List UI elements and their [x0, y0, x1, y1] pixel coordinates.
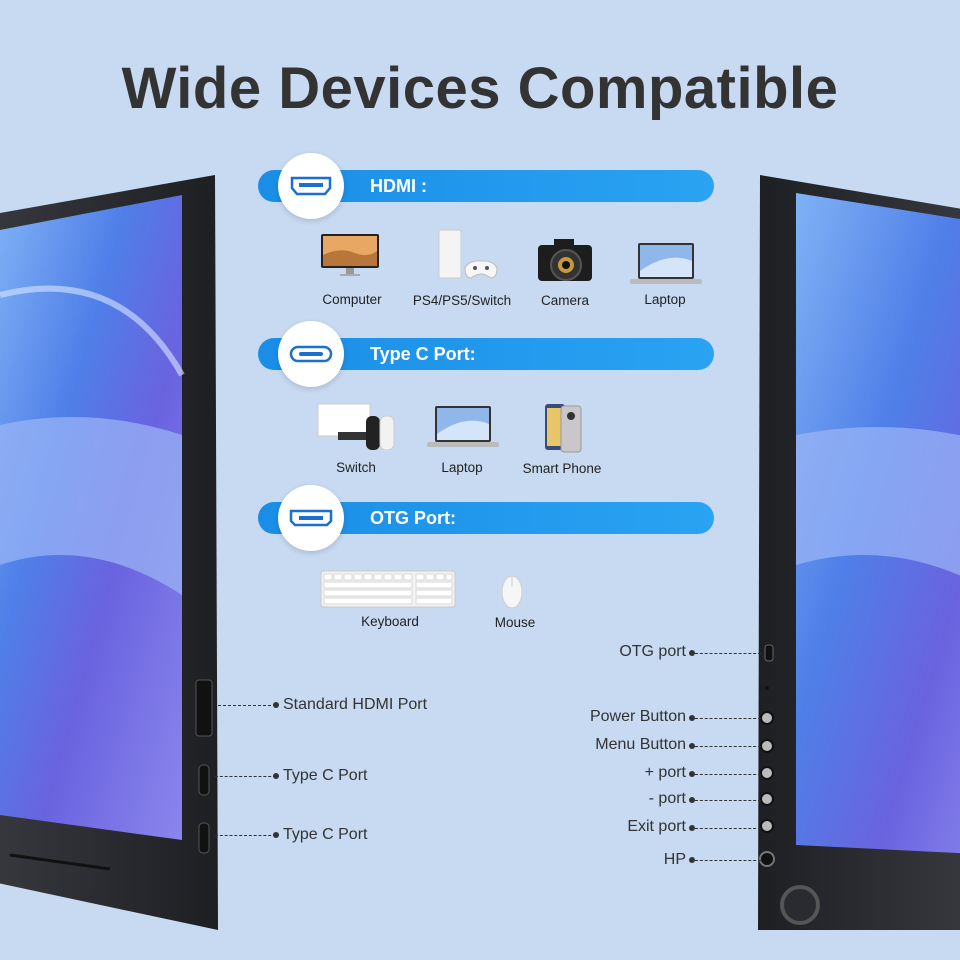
- left-port-label-type-c-1: Type C Port: [283, 767, 368, 784]
- device-label-laptop: Laptop: [644, 292, 686, 307]
- keyboard-icon: [320, 570, 456, 613]
- minus-port-leader-line: [695, 800, 761, 801]
- otg-section-label: OTG Port:: [370, 508, 456, 528]
- left-monitor-image: [0, 175, 220, 930]
- hdmi-port-leader-line: [218, 705, 276, 706]
- switch-console-icon: [316, 402, 396, 455]
- computer-icon: [320, 233, 380, 282]
- minus-port-dot: [689, 797, 695, 803]
- mouse-icon: [500, 572, 524, 615]
- hp-port-leader-line: [695, 860, 761, 861]
- laptop-icon: [628, 241, 704, 292]
- game-console-icon: [435, 228, 499, 287]
- type-c-port-1-leader-line: [215, 776, 276, 777]
- plus-port-leader-line: [695, 774, 761, 775]
- hdmi-port-dot: [273, 702, 279, 708]
- otg-port-leader-line: [695, 653, 761, 654]
- smartphone-icon: [543, 402, 583, 459]
- plus-port-dot: [689, 771, 695, 777]
- type-c-port-2-leader-line: [215, 835, 276, 836]
- laptop-icon: [425, 404, 501, 455]
- device-label-console: PS4/PS5/Switch: [412, 293, 512, 308]
- menu-button-dot: [689, 743, 695, 749]
- type-c-port-2-dot: [273, 832, 279, 838]
- right-port-label-otg: OTG port: [619, 643, 686, 660]
- left-port-label-hdmi: Standard HDMI Port: [283, 696, 428, 713]
- exit-port-dot: [689, 825, 695, 831]
- menu-button-leader-line: [695, 746, 761, 747]
- device-label-keyboard: Keyboard: [361, 614, 419, 629]
- otg-port-dot: [689, 650, 695, 656]
- type-c-port-icon: [278, 321, 344, 387]
- type-c-section-label: Type C Port:: [370, 344, 476, 364]
- camera-icon: [536, 235, 594, 290]
- type-c-port-1-dot: [273, 773, 279, 779]
- right-port-label-hp: HP: [663, 851, 686, 868]
- right-port-label-plus: + port: [644, 764, 686, 781]
- left-port-label-type-c-2: Type C Port: [283, 826, 368, 843]
- right-port-label-menu: Menu Button: [595, 736, 686, 753]
- power-button-dot: [689, 715, 695, 721]
- right-port-label-power: Power Button: [589, 708, 686, 725]
- hdmi-port-icon: [278, 153, 344, 219]
- hdmi-section-label: HDMI :: [370, 176, 427, 196]
- device-label-switch: Switch: [336, 460, 376, 475]
- hp-port-dot: [689, 857, 695, 863]
- device-label-mouse: Mouse: [494, 615, 536, 630]
- page-title: Wide Devices Compatible: [121, 56, 839, 121]
- device-label-smartphone: Smart Phone: [522, 461, 602, 476]
- otg-port-icon: [278, 485, 344, 551]
- exit-port-leader-line: [695, 828, 761, 829]
- right-monitor-image: [758, 175, 960, 930]
- device-label-computer: Computer: [322, 292, 382, 307]
- power-button-leader-line: [695, 718, 761, 719]
- device-label-camera: Camera: [540, 293, 590, 308]
- right-port-label-minus: - port: [648, 790, 686, 807]
- right-port-label-exit: Exit port: [627, 818, 686, 835]
- device-label-laptop-typec: Laptop: [441, 460, 483, 475]
